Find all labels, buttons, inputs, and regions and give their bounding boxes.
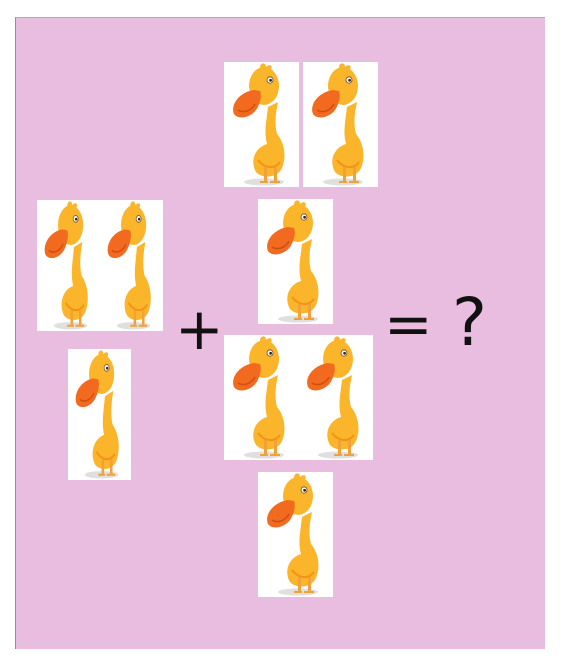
question-mark: ? (452, 284, 488, 361)
duck-card (37, 200, 100, 331)
duck-icon (224, 62, 299, 187)
equals-operator: = (384, 290, 433, 358)
duck-icon (298, 335, 373, 460)
duck-icon (37, 200, 100, 331)
duck-card (258, 472, 333, 597)
duck-card (68, 349, 131, 480)
duck-icon (258, 199, 333, 324)
duck-icon (100, 200, 163, 331)
duck-icon (303, 62, 378, 187)
duck-icon (224, 335, 299, 460)
plus-operator: + (175, 295, 224, 363)
duck-card (298, 335, 373, 460)
duck-icon (68, 349, 131, 480)
duck-card (100, 200, 163, 331)
duck-card (224, 335, 299, 460)
duck-card (224, 62, 299, 187)
duck-card (303, 62, 378, 187)
duck-icon (258, 472, 333, 597)
duck-card (258, 199, 333, 324)
